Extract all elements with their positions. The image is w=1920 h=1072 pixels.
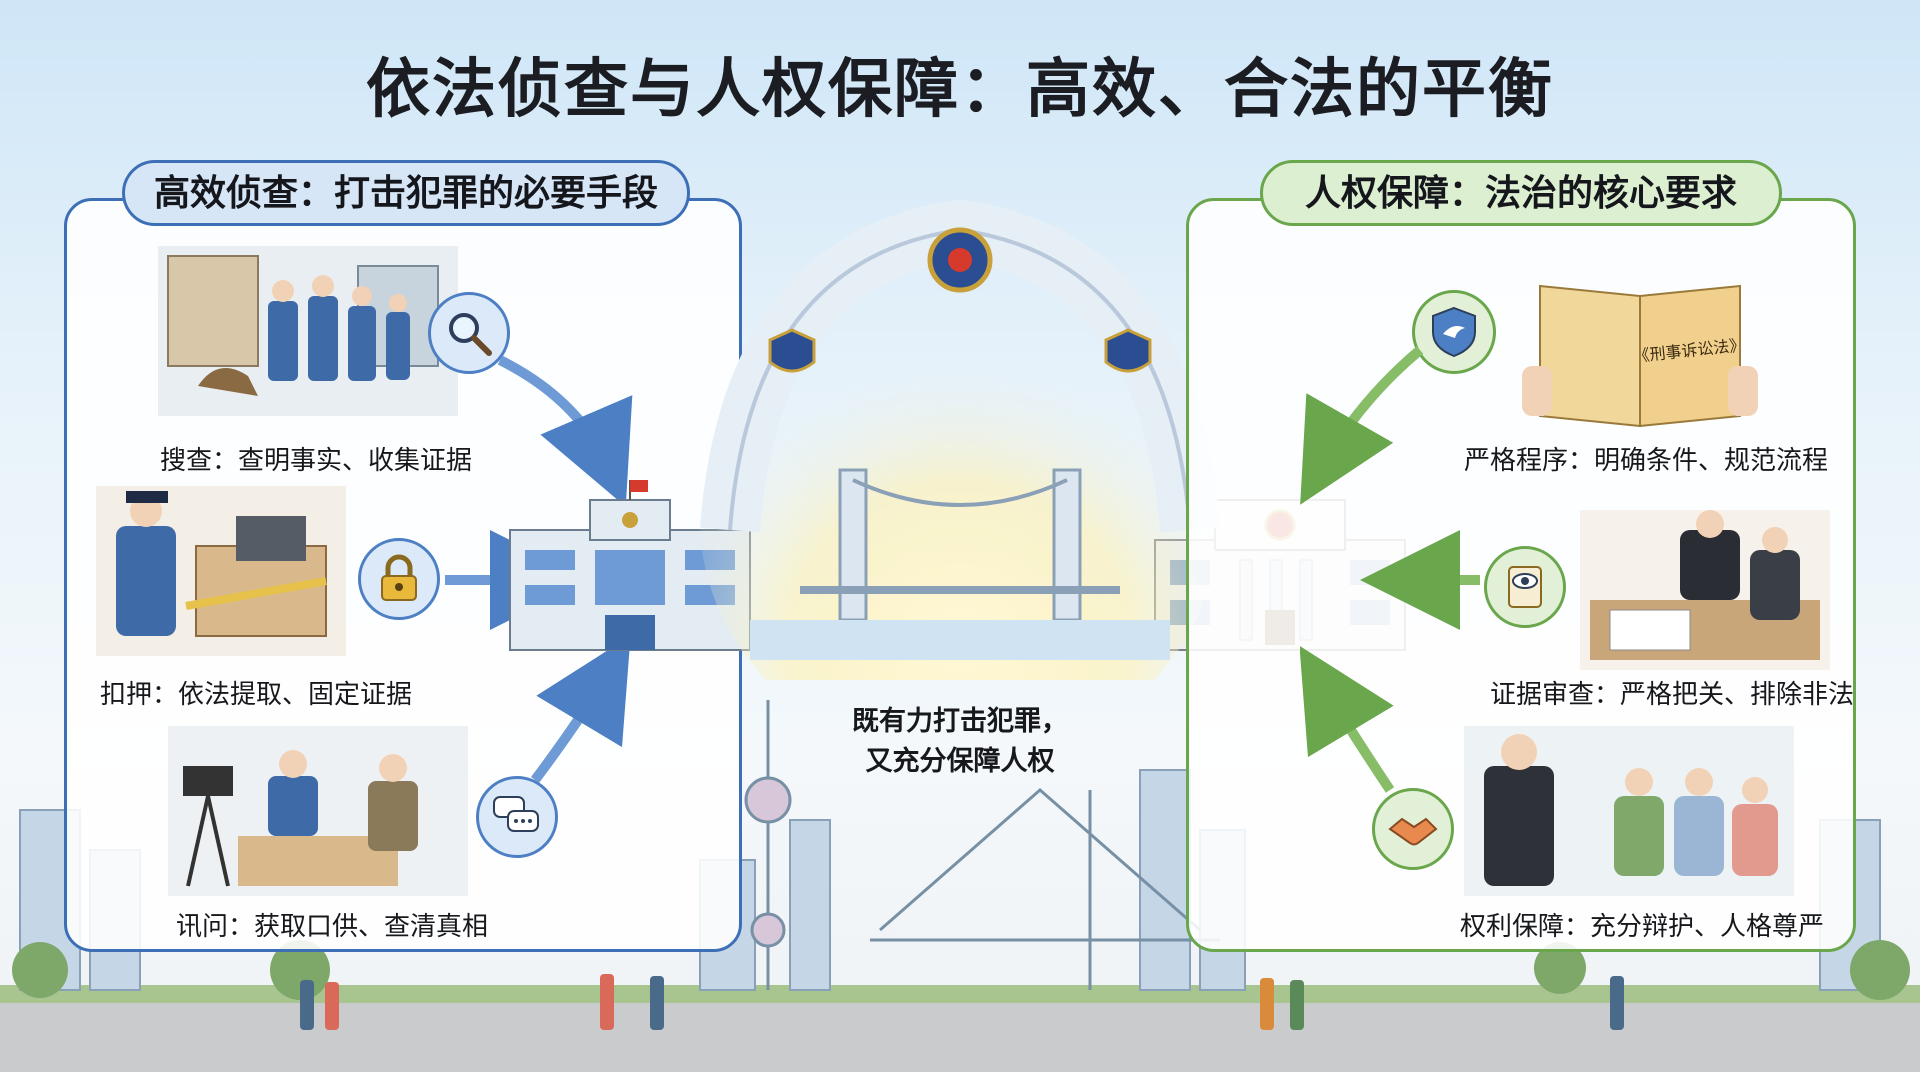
defense-rights-caption: 权利保障：充分辩护、人格尊严: [1460, 912, 1825, 942]
search-caption: 搜查：查明事实、收集证据: [160, 446, 473, 476]
pedestrians: [300, 974, 1624, 1030]
center-arch-bridge: [700, 200, 1220, 680]
evidence-review-caption: 证据审查：严格把关、排除非法: [1490, 680, 1855, 710]
speech-bubble-icon: [476, 776, 558, 858]
police-station-building: [509, 480, 751, 651]
shield-dove-icon: [1412, 290, 1496, 374]
seizure-caption: 扣押：依法提取、固定证据: [100, 680, 413, 710]
police-patrol-illustration: [158, 246, 458, 416]
center-slogan-line2: 又充分保障人权: [865, 746, 1055, 777]
center-slogan-line1: 既有力打击犯罪，: [852, 706, 1068, 737]
right-panel-header: 人权保障：法治的核心要求: [1260, 160, 1782, 226]
center-slogan: 既有力打击犯罪， 又充分保障人权: [800, 702, 1120, 782]
defense-rights-illustration: [1464, 726, 1794, 896]
eye-scroll-icon: [1484, 546, 1566, 628]
handshake-icon: [1372, 788, 1454, 870]
evidence-seizure-illustration: [96, 486, 346, 656]
law-book-illustration: 《刑事诉讼法》: [1522, 284, 1758, 428]
procedure-caption: 严格程序：明确条件、规范流程: [1464, 446, 1829, 476]
padlock-icon: [358, 538, 440, 620]
interrogation-caption: 讯问：获取口供、查清真相: [176, 912, 489, 942]
interrogation-illustration: [168, 726, 468, 896]
left-panel-header: 高效侦查：打击犯罪的必要手段: [122, 160, 690, 226]
magnifier-icon: [428, 292, 510, 374]
page-title: 依法侦查与人权保障：高效、合法的平衡: [366, 53, 1554, 127]
evidence-review-illustration: [1580, 510, 1830, 670]
right-arrows: [1300, 346, 1480, 793]
